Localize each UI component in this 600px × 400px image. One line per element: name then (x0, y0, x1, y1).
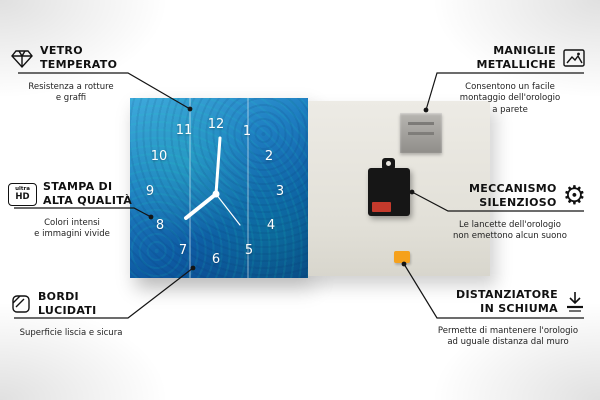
metal-hanger-plate (400, 113, 442, 153)
diamond-icon (10, 48, 34, 69)
clock-number-10: 10 (150, 149, 168, 164)
callout-subtitle: Permette di mantenere l'orologio ad ugua… (437, 325, 579, 348)
callout-vetro-temperato: VETRO TEMPERATO Resistenza a rotture e g… (10, 44, 132, 105)
clock-hands (184, 136, 241, 226)
clock-number-6: 6 (211, 252, 221, 267)
clock-number-4: 4 (266, 218, 276, 233)
callout-bordi-lucidati: BORDI LUCIDATI Superficie liscia e sicur… (10, 290, 132, 339)
clock-number-1: 1 (242, 124, 252, 139)
clock-back-panel (308, 101, 490, 276)
callout-stampa-alta-qualita: ultra HD STAMPA DI ALTA QUALITÀ Colori i… (8, 180, 136, 241)
gear-icon: ⚙ (562, 181, 586, 212)
clock-mechanism (368, 158, 410, 216)
callout-title: BORDI LUCIDATI (38, 290, 97, 318)
ultra-hd-icon: ultra HD (8, 182, 37, 206)
clock-number-2: 2 (264, 149, 274, 164)
callout-title: DISTANZIATORE IN SCHIUMA (456, 288, 558, 316)
glass-reflection (247, 98, 250, 278)
picture-frame-icon (562, 47, 586, 69)
callout-title: STAMPA DI ALTA QUALITÀ (43, 180, 133, 208)
foam-spacer (394, 251, 410, 263)
clock-number-11: 11 (175, 123, 193, 138)
foam-spacer-icon (564, 290, 586, 314)
callout-maniglie-metalliche: MANIGLIE METALLICHE Consentono un facile… (434, 44, 586, 116)
glass-reflection (188, 98, 191, 278)
callout-subtitle: Le lancette dell'orologio non emettono a… (453, 219, 567, 242)
callout-title: MECCANISMO SILENZIOSO (469, 182, 557, 210)
ultra-hd-label-bottom: HD (15, 191, 30, 202)
callout-subtitle: Consentono un facile montaggio dell'orol… (459, 81, 561, 115)
hanging-hook (382, 158, 395, 170)
polished-edge-icon (10, 293, 32, 315)
callout-distanziatore-schiuma: DISTANZIATORE IN SCHIUMA Permette di man… (430, 288, 586, 349)
clock-number-3: 3 (275, 184, 285, 199)
callout-subtitle: Colori intensi e immagini vivide (34, 217, 110, 240)
clock-number-7: 7 (178, 243, 188, 258)
clock-number-12: 12 (207, 117, 225, 132)
clock-number-9: 9 (145, 184, 155, 199)
callout-subtitle: Superficie liscia e sicura (19, 327, 123, 338)
clock-number-8: 8 (155, 218, 165, 233)
clock-number-5: 5 (244, 243, 254, 258)
callout-meccanismo-silenzioso: MECCANISMO SILENZIOSO ⚙ Le lancette dell… (434, 182, 586, 243)
callout-subtitle: Resistenza a rotture e graffi (28, 81, 114, 104)
callout-title: MANIGLIE METALLICHE (476, 44, 556, 72)
ultra-hd-label-top: ultra (15, 186, 30, 193)
clock-front-panel: 12 1 2 3 4 5 6 7 8 9 10 11 (130, 98, 308, 278)
battery (372, 202, 391, 212)
callout-title: VETRO TEMPERATO (40, 44, 118, 72)
